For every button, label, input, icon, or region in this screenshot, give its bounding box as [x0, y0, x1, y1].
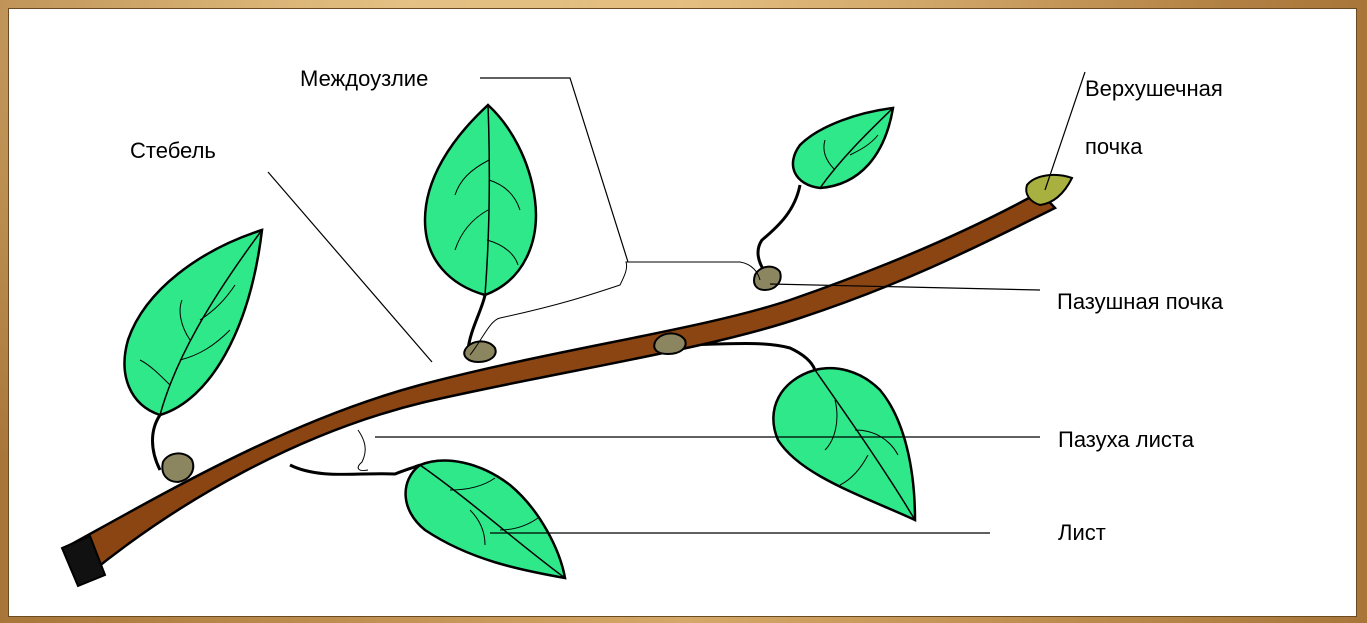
- axillary-bud-2: [464, 341, 495, 362]
- label-apical-bud-line2: почка: [1085, 136, 1142, 158]
- label-apical-bud-line1: Верхушечная: [1085, 78, 1223, 100]
- leaf-upper-right: [758, 108, 893, 272]
- axillary-bud-1: [162, 453, 193, 482]
- leaf-lower-center: [290, 461, 565, 578]
- label-leaf: Лист: [1058, 522, 1106, 544]
- label-axillary-bud: Пазушная почка: [1057, 291, 1223, 313]
- leader-lines: [268, 72, 1085, 533]
- axillary-bud-4: [754, 267, 781, 290]
- leader-apical-bud: [1045, 72, 1085, 190]
- leaf-upper-left: [125, 230, 262, 470]
- label-leaf-axil: Пазуха листа: [1058, 429, 1194, 451]
- label-stem: Стебель: [130, 140, 216, 162]
- label-internode: Междоузлие: [300, 68, 428, 90]
- axillary-bud-3: [654, 333, 685, 354]
- leaf-axil-marker: [358, 430, 368, 471]
- leaf-lower-right: [670, 343, 915, 520]
- leader-stem: [268, 172, 432, 362]
- leader-axillary-bud: [770, 284, 1040, 290]
